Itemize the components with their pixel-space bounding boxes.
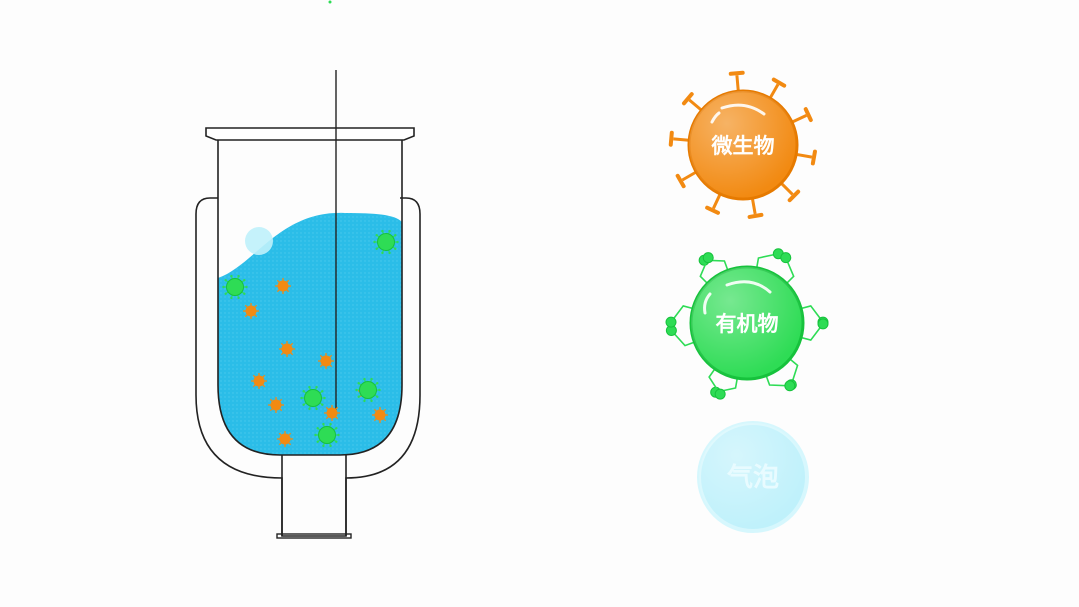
legend-organic: 有机物 — [665, 248, 829, 400]
reactor-vessel — [195, 70, 421, 539]
microbe-particle — [243, 303, 259, 319]
organic-spike — [755, 252, 779, 270]
microbe-spike-tip — [705, 205, 721, 215]
microbe-spike-tip — [810, 149, 817, 166]
legend-bubble: 气泡 — [697, 421, 809, 533]
organic-spike-ball — [702, 252, 714, 264]
microbe-spike-tip — [681, 92, 694, 106]
bubble-label: 气泡 — [726, 462, 779, 493]
organic-particle — [373, 229, 399, 255]
microbe-particle — [372, 407, 388, 423]
vessel-inner-wall — [217, 140, 403, 456]
microbe-spike-tip — [668, 130, 674, 147]
organic-spike-ball — [780, 252, 792, 264]
microbe-particle — [324, 405, 340, 421]
microbe-particle — [275, 278, 291, 294]
vessel-flange — [205, 127, 415, 141]
organic-particle — [222, 274, 248, 300]
organic-spike — [708, 366, 721, 395]
microbe-particle — [251, 373, 267, 389]
organic-spike — [764, 373, 790, 387]
organic-label: 有机物 — [716, 312, 779, 336]
organic-particle — [355, 377, 381, 403]
microbe-spike-tip — [803, 107, 813, 123]
microbe-particle — [318, 353, 334, 369]
organic-spike — [787, 357, 799, 385]
microbe-particle — [268, 397, 284, 413]
organic-particle — [300, 385, 326, 411]
gas-bubble — [245, 227, 273, 255]
organic-spike — [670, 305, 696, 323]
microbe-spike-tip — [771, 77, 787, 88]
top-mark — [328, 0, 332, 4]
organic-spike — [798, 305, 824, 323]
organic-spike — [699, 257, 710, 286]
microbe-particle — [277, 431, 293, 447]
microbe-spike-tip — [728, 70, 745, 76]
microbe-spike-tip — [787, 189, 801, 203]
microbe-label: 微生物 — [711, 134, 775, 158]
microbe-spike-tip — [675, 173, 686, 189]
organic-spike-ball — [784, 380, 796, 392]
legend-microbe: 微生物 — [668, 70, 817, 219]
liquid — [218, 212, 402, 455]
microbe-spike-tip — [747, 212, 764, 219]
organic-spike-ball — [817, 318, 829, 330]
organic-particle — [314, 422, 340, 448]
organic-spike — [784, 257, 795, 286]
microbe-particle — [279, 341, 295, 357]
organic-spike — [670, 329, 697, 347]
organic-spikes — [665, 248, 829, 400]
microbe-spikes — [668, 70, 817, 219]
particles — [222, 229, 399, 448]
organic-spike-ball — [714, 388, 726, 400]
organic-spike-ball — [665, 316, 677, 328]
organic-spike — [798, 323, 824, 341]
